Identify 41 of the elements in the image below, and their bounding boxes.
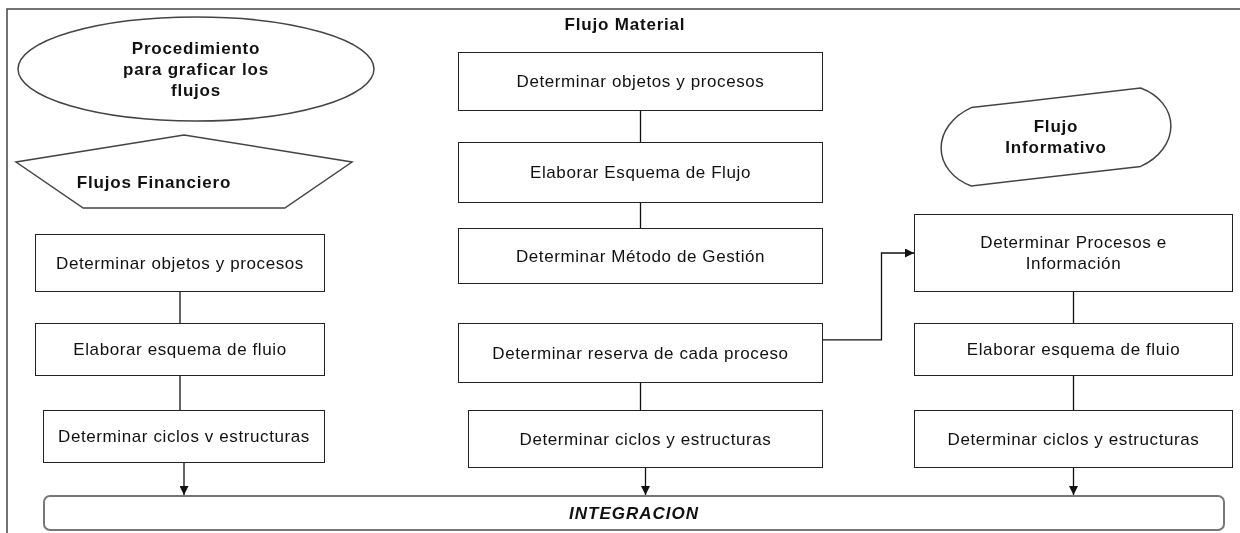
process-box <box>43 410 325 463</box>
process-box <box>914 323 1233 376</box>
process-box <box>458 323 823 383</box>
process-box <box>35 234 325 292</box>
connector-line <box>639 110 642 143</box>
shape-heading: Flujos Financiero <box>76 172 232 193</box>
step-text: Determinar objetos y procesos <box>55 252 305 274</box>
connector-line <box>179 375 181 411</box>
step-text: Determinar ciclos y estructuras <box>518 428 773 450</box>
diagram-title: Flujo Material <box>563 15 687 35</box>
process-box <box>914 214 1233 292</box>
arrow <box>1069 467 1078 496</box>
step-text: Determinar ciclos v estructuras <box>57 426 311 447</box>
arrow <box>822 248 915 341</box>
step-text: Determinar Procesos e Información <box>979 232 1168 274</box>
step-text: Elaborar esquema de fluio <box>965 339 1182 360</box>
step-text: Determinar ciclos y estructuras <box>946 428 1201 450</box>
step-text: Elaborar esquema de fluio <box>72 339 288 360</box>
pentagon-shape <box>16 135 352 208</box>
connector-line <box>639 202 642 229</box>
step-text: Elaborar Esquema de Flujo <box>529 162 752 183</box>
step-text: Determinar objetos y procesos <box>515 71 766 92</box>
arrow <box>179 462 189 496</box>
start-ellipse <box>18 17 374 121</box>
shape-heading: Flujo Informativo <box>1004 116 1108 158</box>
process-box <box>458 52 823 111</box>
connector-line <box>1072 375 1075 411</box>
integration-label: INTEGRACION <box>569 502 699 524</box>
integration-bar <box>43 495 1225 531</box>
process-box <box>914 410 1233 468</box>
step-text: Determinar Método de Gestión <box>514 245 767 267</box>
process-box <box>35 323 325 376</box>
shape-heading: Procedimiento para graficar los flujos <box>122 37 270 101</box>
arrow <box>641 467 650 496</box>
process-box <box>468 410 823 468</box>
process-box <box>458 142 823 203</box>
connector-line <box>179 291 181 324</box>
connector-line <box>1072 291 1075 324</box>
connector-line <box>639 382 642 411</box>
step-text: Determinar reserva de cada proceso <box>491 342 790 364</box>
process-box <box>458 228 823 284</box>
